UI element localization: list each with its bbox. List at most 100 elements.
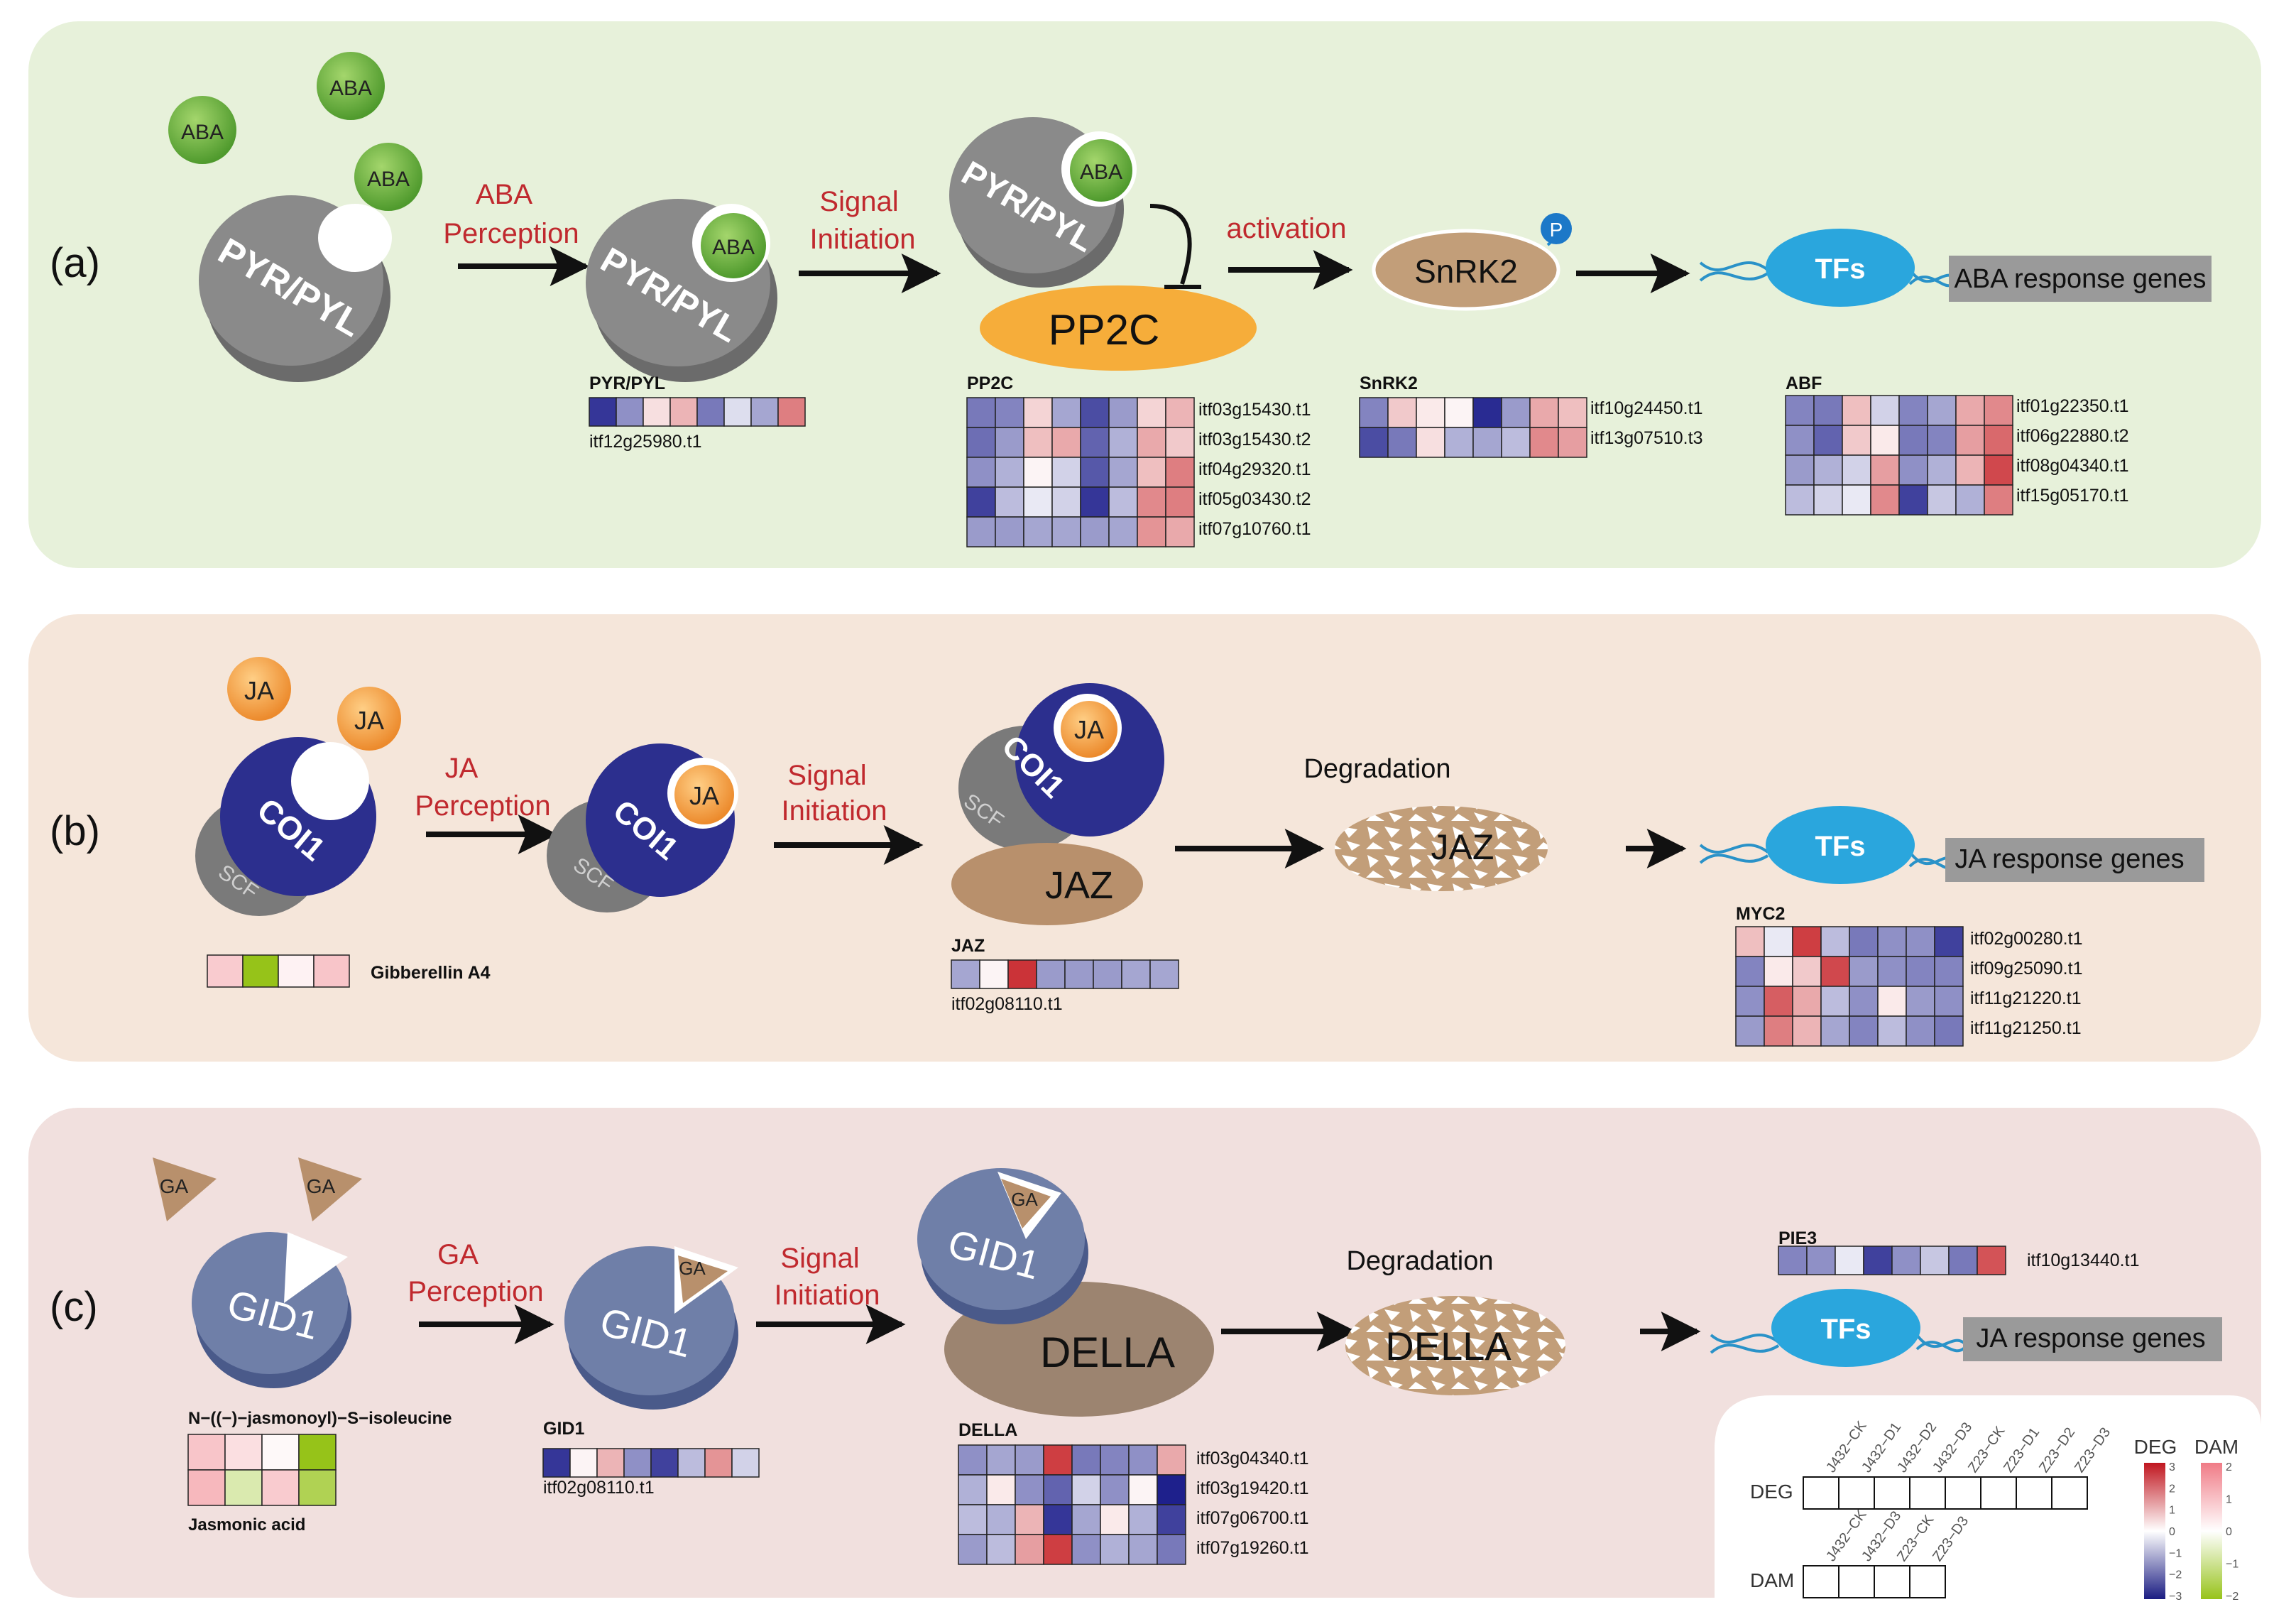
heatmap-title-snrk2: SnRK2	[1360, 374, 1418, 393]
heatmap-cell	[986, 1534, 1016, 1565]
heatmap-cell	[995, 516, 1024, 547]
legend-cell	[1838, 1565, 1875, 1598]
gene-label: itf03g15430.t1	[1198, 400, 1311, 420]
heatmap-cell	[966, 397, 996, 428]
heatmap-cell	[187, 1469, 226, 1506]
heatmap-cell	[1051, 397, 1081, 428]
heatmap-cell	[1137, 397, 1166, 428]
heatmap-cell	[1501, 397, 1531, 428]
heatmap-cell	[750, 397, 779, 427]
heatmap-cell	[1080, 486, 1110, 518]
heatmap-cell	[207, 954, 244, 988]
heatmap-cell	[1877, 986, 1907, 1017]
heatmap-cell	[958, 1504, 988, 1535]
panel-b-background	[28, 614, 2261, 1062]
legend-cell	[1909, 1565, 1946, 1598]
gid1-della-complex: DELLA GA GID1	[917, 1168, 1214, 1417]
heatmap-cell	[979, 959, 1009, 989]
gene-label: itf02g08110.t1	[951, 994, 1063, 1014]
heatmap-cell	[1842, 395, 1871, 426]
heatmap-cell	[1870, 395, 1900, 426]
gene-label: itf12g25980.t1	[589, 432, 701, 452]
heatmap-cell	[696, 397, 725, 427]
ga-molecule: GA	[153, 1157, 217, 1221]
gid1-ga-complex: GA GID1	[564, 1246, 738, 1410]
heatmap-cell	[1820, 956, 1850, 987]
heatmap-cell	[224, 1434, 263, 1471]
heatmap-title-pyr: PYR/PYL	[589, 374, 665, 393]
panel-a-label: (a)	[50, 240, 100, 286]
heatmap-cell	[995, 427, 1024, 458]
ja-perception-label: JA	[445, 753, 479, 784]
heatmap-cell	[1157, 1504, 1186, 1535]
gene-label: itf02g08110.t1	[543, 1478, 655, 1498]
svg-text:JAZ: JAZ	[1431, 827, 1494, 867]
heatmap-cell	[1977, 1246, 2006, 1275]
heatmap-cell	[1764, 956, 1793, 987]
heatmap-title-gid1: GID1	[543, 1419, 584, 1439]
heatmap-cell	[1015, 1504, 1044, 1535]
heatmap-cell	[1036, 959, 1066, 989]
heatmap-pp2c	[966, 397, 1195, 547]
coi1-jaz-complex: SCF JA COI1 JAZ	[951, 683, 1164, 925]
svg-text:ABA: ABA	[367, 168, 410, 191]
legend-dam-row-label: DAM	[1750, 1569, 1794, 1591]
heatmap-cell	[1137, 457, 1166, 488]
heatmap-cell	[777, 397, 806, 427]
scale-tick-label: 2	[2169, 1483, 2175, 1495]
gene-label: itf11g21220.t1	[1970, 988, 2082, 1008]
deg-color-scale	[2144, 1463, 2165, 1599]
heatmap-pyr-pyl	[589, 397, 806, 427]
ga-perception-label: Perception	[408, 1276, 543, 1307]
heatmap-cell	[1416, 397, 1445, 428]
heatmap-cell	[1735, 956, 1765, 987]
heatmap-cell	[1043, 1444, 1073, 1476]
svg-text:GA: GA	[160, 1175, 189, 1197]
pyr-pyl-receptor: PYR/PYL	[199, 195, 392, 382]
heatmap-cell	[1472, 397, 1502, 428]
panel-b-label: (b)	[50, 808, 100, 854]
heatmap-cell	[1023, 516, 1053, 547]
degradation-label: Degradation	[1346, 1246, 1493, 1276]
heatmap-cell	[1813, 454, 1843, 486]
heatmap-cell	[995, 397, 1024, 428]
aba-molecule: ABA	[317, 52, 385, 120]
scale-tick-label: −3	[2169, 1591, 2182, 1603]
gene-label: itf11g21250.t1	[1970, 1018, 2082, 1038]
svg-text:JA: JA	[244, 676, 274, 705]
heatmap-cell	[1128, 1444, 1158, 1476]
heatmap-cell	[298, 1434, 337, 1471]
heatmap-cell	[1877, 926, 1907, 957]
heatmap-cell	[623, 1448, 652, 1478]
heatmap-cell	[1529, 427, 1559, 458]
tfs-node: TFs	[1699, 229, 1957, 307]
heatmap-cell	[1813, 395, 1843, 426]
heatmap-cell	[1785, 395, 1815, 426]
heatmap-cell	[966, 457, 996, 488]
heatmap-cell	[966, 427, 996, 458]
heatmap-cell	[589, 397, 617, 427]
scale-tick-label: −1	[2169, 1547, 2182, 1559]
heatmap-cell	[1137, 516, 1166, 547]
heatmap-cell	[958, 1474, 988, 1505]
heatmap-cell	[1891, 1246, 1921, 1275]
heatmap-title-pp2c: PP2C	[967, 374, 1013, 393]
heatmap-della	[958, 1444, 1186, 1565]
heatmap-cell	[1849, 956, 1879, 987]
heatmap-cell	[1444, 427, 1474, 458]
heatmap-cell	[1558, 397, 1587, 428]
heatmap-cell	[1023, 427, 1053, 458]
gene-label: itf03g15430.t2	[1198, 430, 1311, 449]
heatmap-cell	[1820, 926, 1850, 957]
heatmap-cell	[1128, 1504, 1158, 1535]
degradation-label: Degradation	[1303, 754, 1450, 784]
signal-initiation-label: Initiation	[782, 795, 887, 827]
heatmap-gid1	[542, 1448, 760, 1478]
heatmap-cell	[1870, 425, 1900, 456]
legend-cell	[1874, 1476, 1910, 1510]
heatmap-cell	[1927, 454, 1957, 486]
heatmap-cell	[1934, 926, 1964, 957]
heatmap-cell	[1023, 397, 1053, 428]
heatmap-cell	[731, 1448, 760, 1478]
heatmap-cell	[1898, 395, 1928, 426]
